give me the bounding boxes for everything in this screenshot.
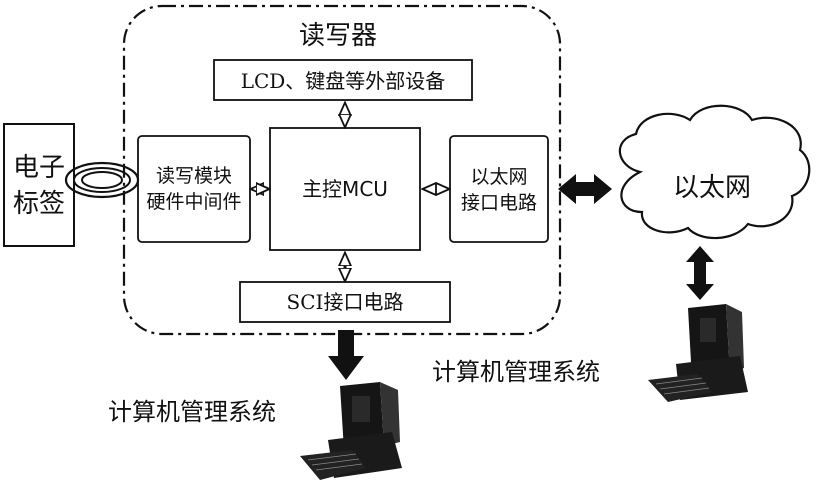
eth-iface-box [449, 135, 549, 243]
tag-label-line2: 标签 [13, 189, 65, 219]
ethernet-cloud [618, 104, 811, 240]
mcu-label: 主控MCU [302, 177, 388, 201]
tag-box [3, 123, 75, 247]
sci-label: SCI接口电路 [287, 290, 404, 314]
peripheral-box [213, 59, 473, 101]
arrow-sci-computer [328, 330, 364, 380]
arrow-cloud-computer [686, 246, 714, 300]
reader-title: 读写器 [299, 21, 377, 51]
eth-iface-label-line1: 以太网 [470, 166, 527, 188]
module-box [137, 135, 251, 243]
computer-bottom-label: 计算机管理系统 [108, 398, 276, 426]
tag-label-line1: 电子 [13, 153, 65, 183]
eth-iface-label-line2: 接口电路 [461, 192, 537, 214]
peripheral-label: LCD、键盘等外部设备 [241, 69, 446, 93]
computer-right-label: 计算机管理系统 [432, 358, 600, 386]
computer-right-icon [648, 304, 748, 402]
module-label-line2: 硬件中间件 [146, 191, 241, 213]
ethernet-cloud-label: 以太网 [673, 173, 751, 203]
antenna-coil-icon [64, 161, 140, 199]
arrow-reader-ethernet [558, 174, 612, 204]
mcu-box [269, 127, 421, 251]
module-label-line1: 读写模块 [156, 165, 232, 187]
computer-bottom-icon [300, 382, 402, 480]
